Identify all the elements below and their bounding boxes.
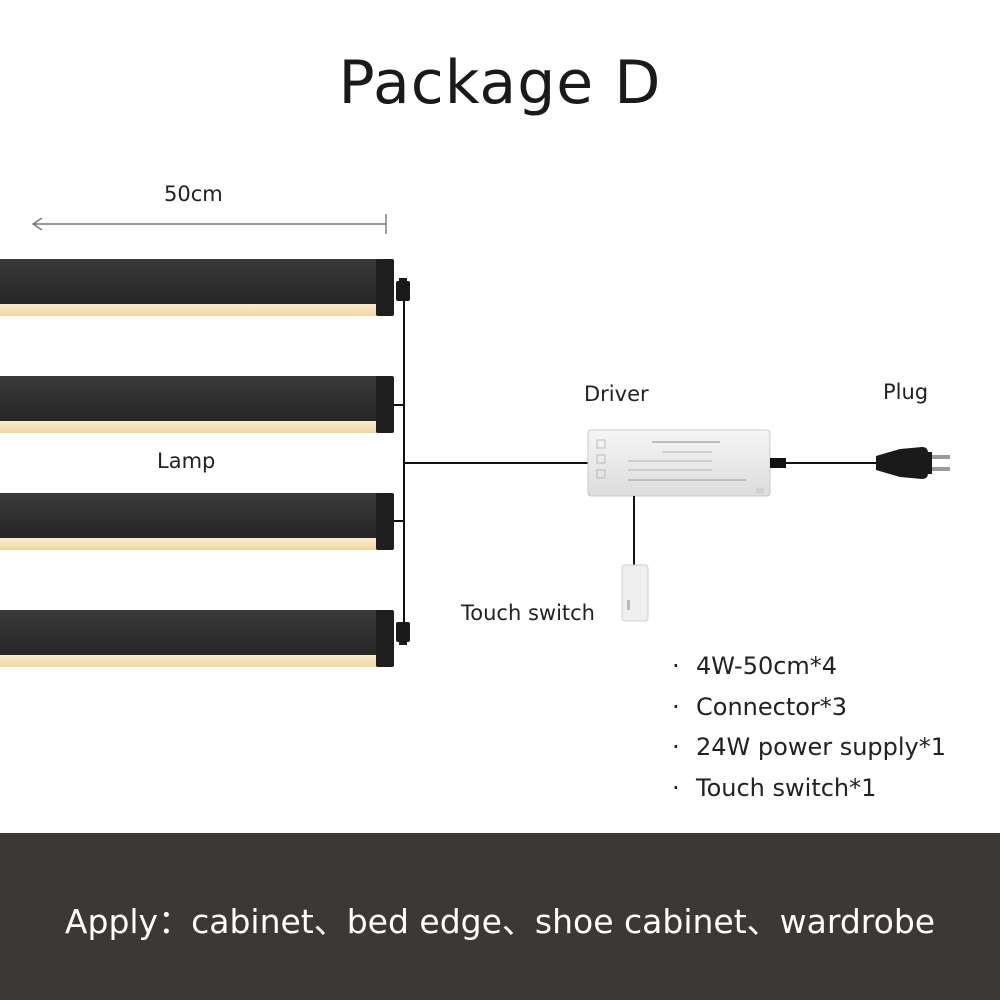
driver-output-wire xyxy=(770,458,880,468)
plug-label: Plug xyxy=(883,380,929,404)
package-contents-list: · 4W-50cm*4 · Connector*3 · 24W power suppl… xyxy=(672,648,946,810)
connector-plug-top xyxy=(396,278,410,301)
lamp-bar-1 xyxy=(0,259,394,316)
list-item: · Connector*3 xyxy=(672,689,946,730)
driver-box xyxy=(587,429,771,497)
bullet: · xyxy=(672,733,680,761)
page-title: Package D xyxy=(338,48,662,118)
lamp-bar-3 xyxy=(0,493,394,550)
lamp-bar-2 xyxy=(0,376,394,433)
bullet: · xyxy=(672,692,680,721)
touch-switch-label: Touch switch xyxy=(461,601,595,625)
bullet: · xyxy=(672,652,680,680)
lamp-bar-4 xyxy=(0,610,394,667)
list-item: · 24W power supply*1 xyxy=(672,729,946,770)
apply-text: Apply：cabinet、bed edge、shoe cabinet、ward… xyxy=(64,902,936,941)
bullet: · xyxy=(672,773,680,802)
spec-power-supply: 24W power supply*1 xyxy=(696,733,947,761)
plug-icon xyxy=(876,447,950,479)
connector-plug-bottom xyxy=(396,622,410,645)
spec-touch-switch: Touch switch*1 xyxy=(696,773,877,802)
driver-label: Driver xyxy=(584,382,649,406)
connector-wires xyxy=(394,292,588,628)
dimension-arrow-icon xyxy=(31,214,387,234)
spec-connector-count: Connector*3 xyxy=(696,692,848,721)
touch-switch-device xyxy=(621,564,649,622)
footer-bar xyxy=(0,833,1000,1000)
list-item: · Touch switch*1 xyxy=(672,770,946,811)
lamp-label: Lamp xyxy=(157,449,216,473)
list-item: · 4W-50cm*4 xyxy=(672,648,946,689)
wiring-diagram xyxy=(0,214,950,667)
length-label: 50cm xyxy=(164,182,223,206)
spec-lamp-count: 4W-50cm*4 xyxy=(696,652,838,680)
